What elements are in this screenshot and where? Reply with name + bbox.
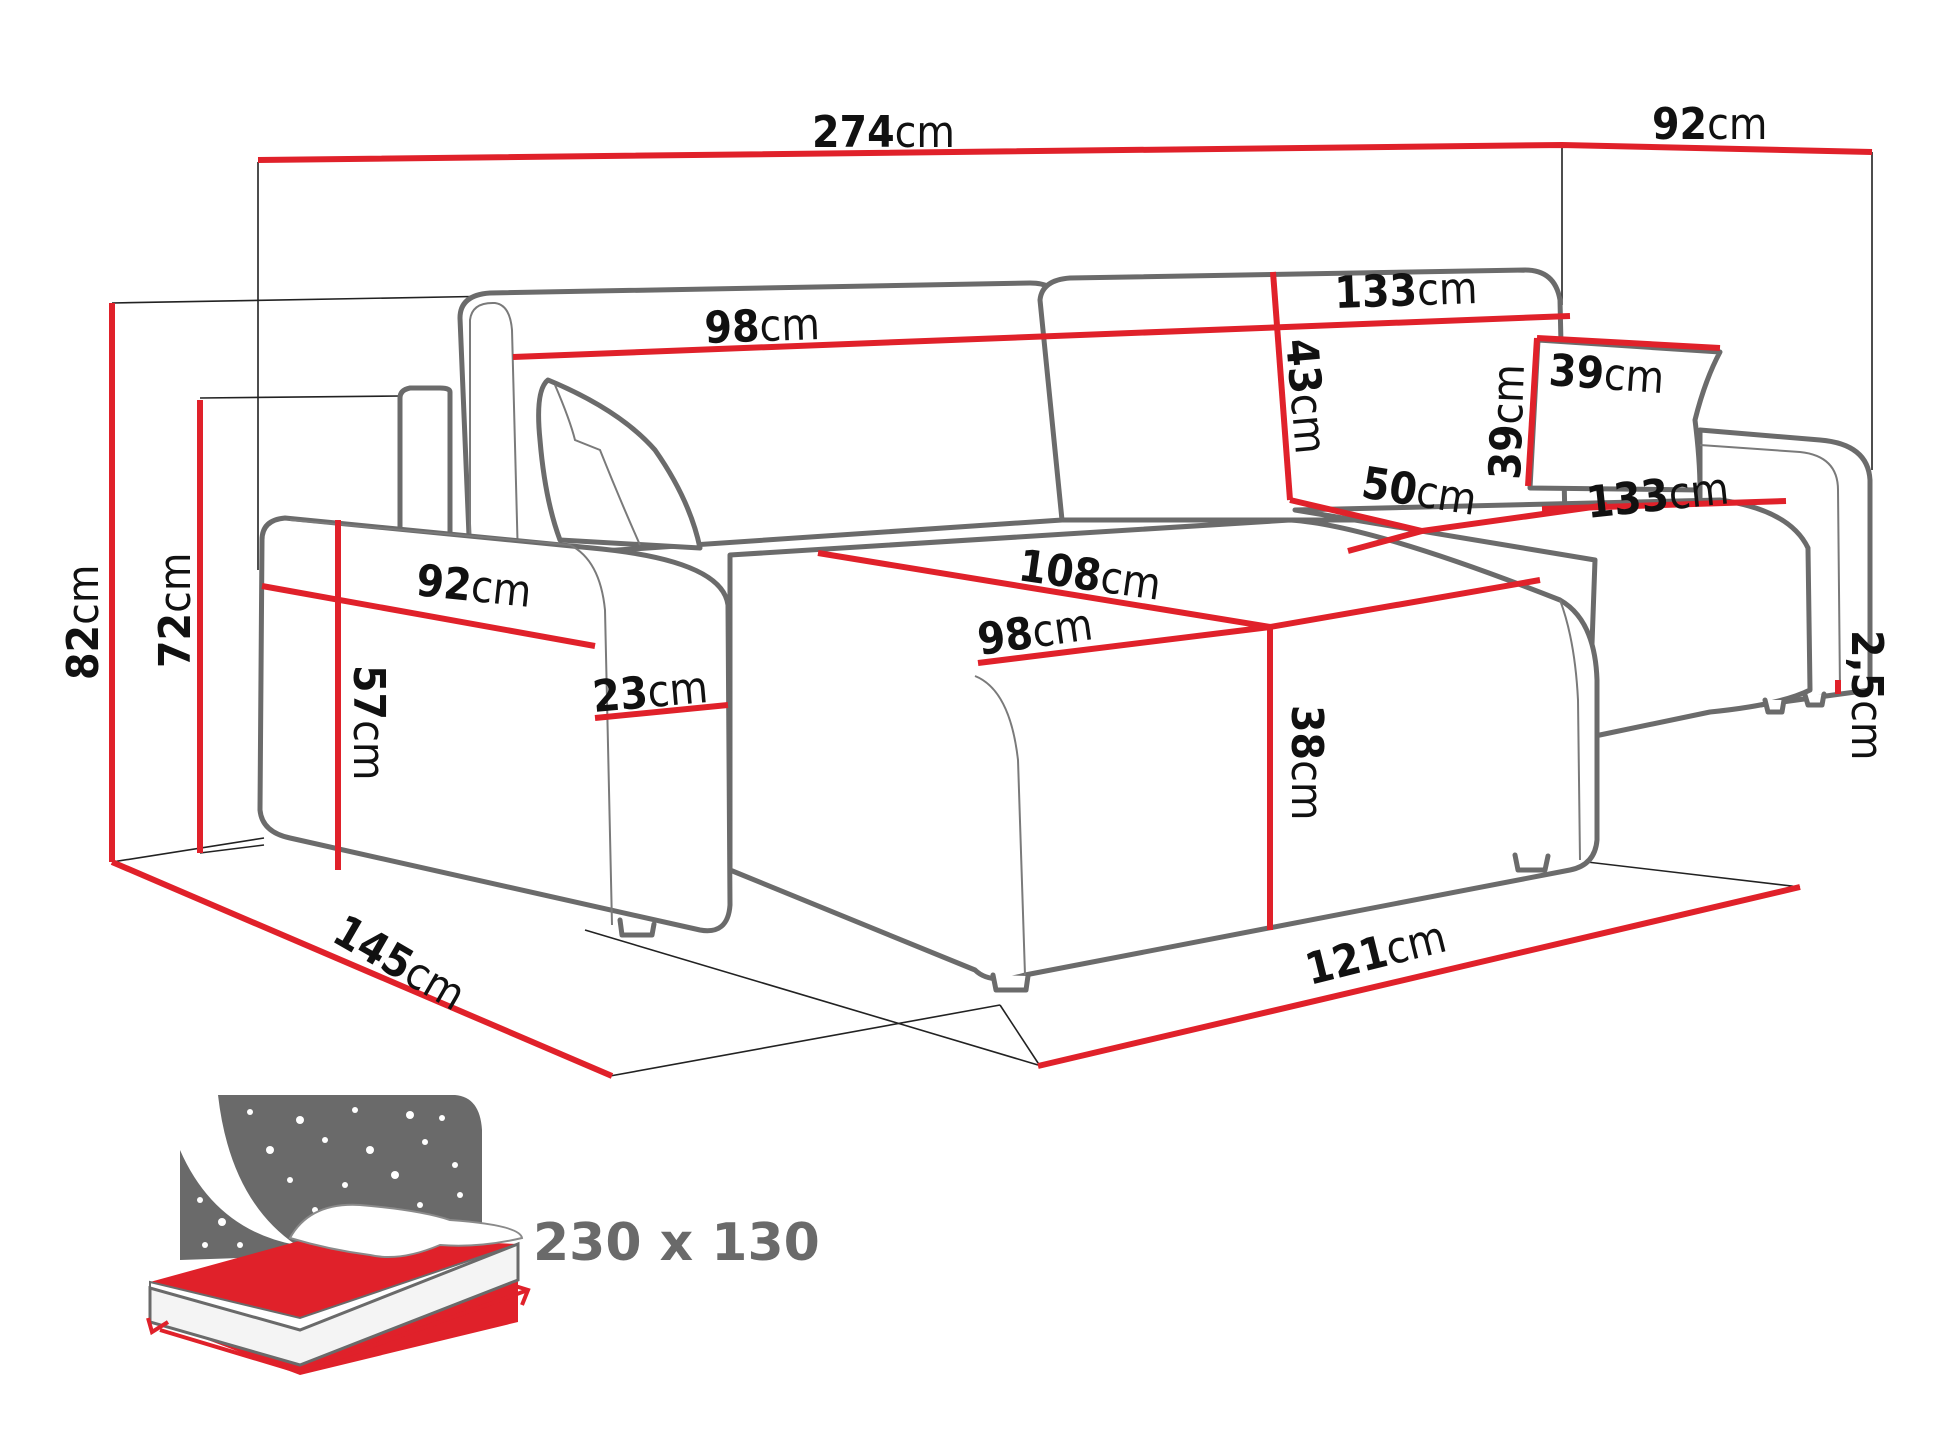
label-leg-height: 2,5cm [1841,630,1892,760]
label-total-width: 274cm [812,107,955,158]
label-armrest-seat-height: 57cm [343,665,394,780]
label-chaise-length: 108cm [1015,540,1164,610]
label-seat-height: 38cm [1281,705,1332,820]
label-chaise-width: 121cm [1300,912,1451,996]
guide-lines [111,146,1873,1077]
label-seat-width-right: 133cm [1584,463,1732,529]
label-pillow-width: 39cm [1547,345,1666,404]
label-total-height: 82cm [58,565,109,680]
label-armrest-width: 23cm [591,662,710,723]
sofa-drawing [257,267,1873,993]
sleeping-area-label: 230 x 130 [533,1213,820,1273]
label-backrest-right-width: 133cm [1334,263,1479,319]
label-seat-depth-right: 50cm [1358,457,1480,525]
label-armrest-height: 72cm [150,553,201,668]
label-chaise-depth-top: 92cm [1652,99,1767,150]
label-backrest-height: 43cm [1275,337,1336,456]
label-backrest-left-width: 98cm [704,299,821,354]
label-armrest-depth: 92cm [414,555,534,618]
bed-icon [146,1095,531,1375]
label-seat-width-left: 98cm [974,599,1095,666]
dimension-labels: 274cm 92cm 82cm 72cm 145cm 121cm 98cm 13… [58,99,1892,1021]
label-pillow-height: 39cm [1480,363,1535,480]
dimension-lines [109,141,1873,1079]
